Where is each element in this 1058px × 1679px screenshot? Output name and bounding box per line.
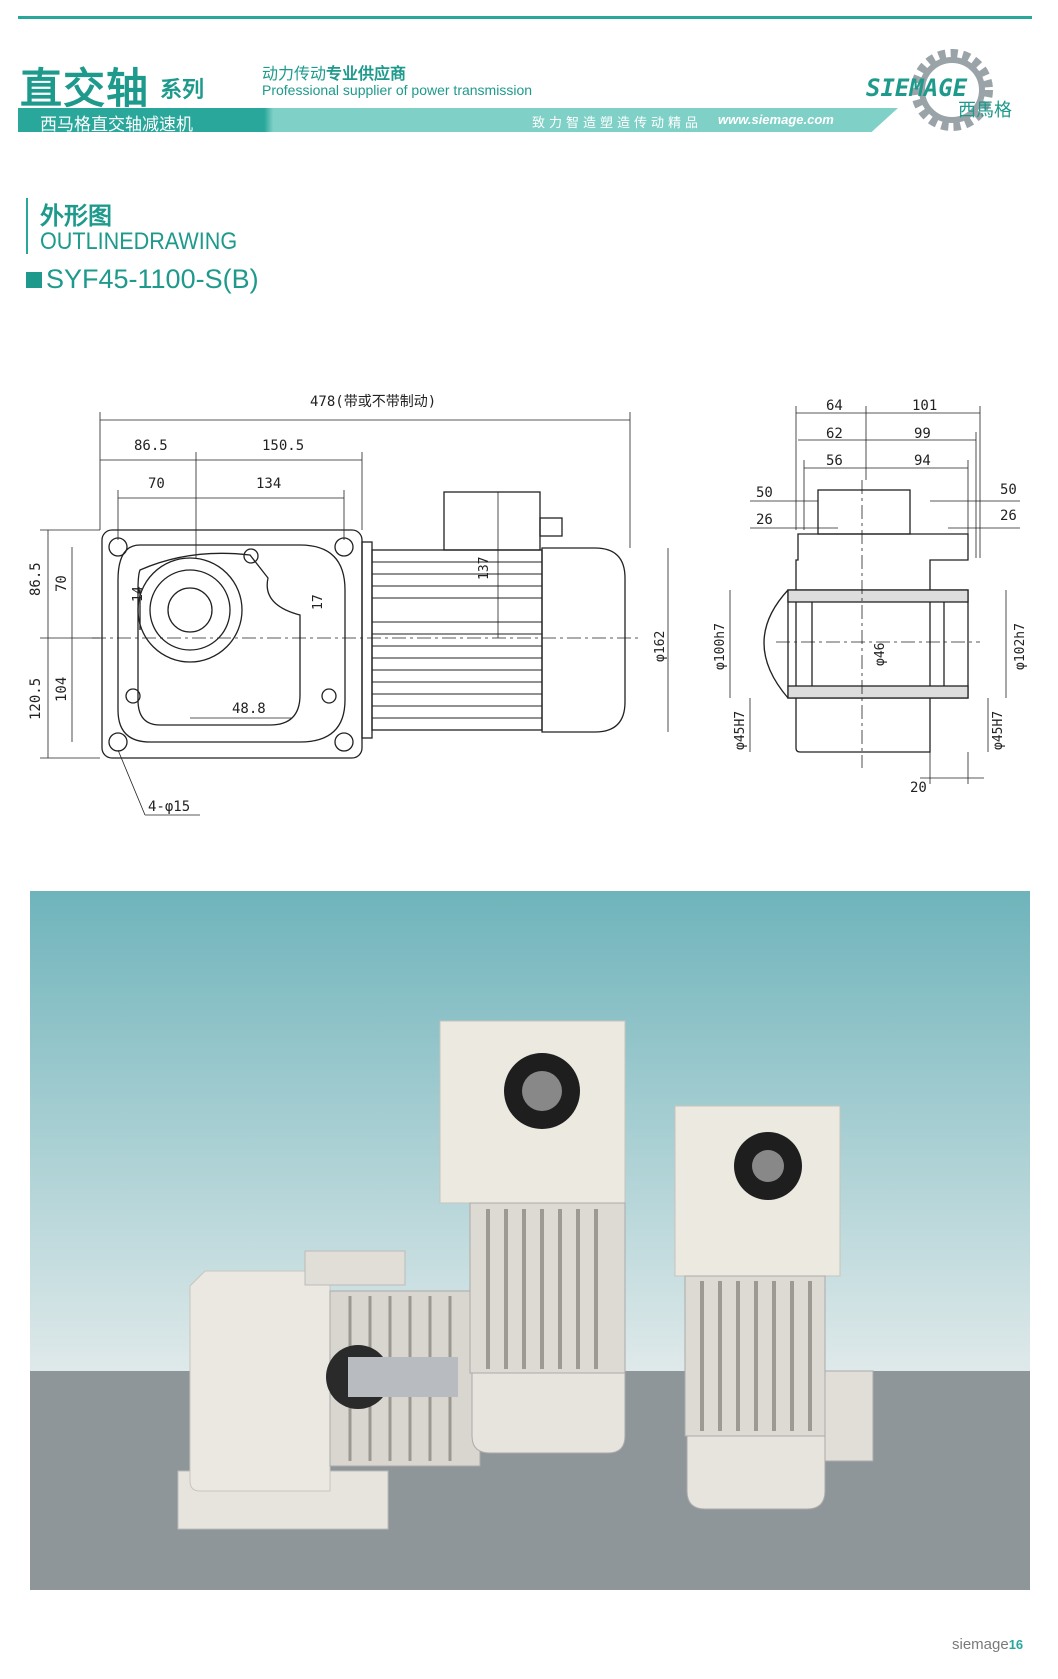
tagline-cn-prefix: 动力传动 [262, 64, 327, 83]
side-terminal-box [817, 489, 911, 535]
dim-overall: 478(带或不带制动) [310, 394, 436, 410]
section-accent [26, 198, 28, 254]
motor-fins [372, 561, 542, 719]
dim-r26: 26 [1000, 508, 1017, 524]
left-gearmotor [177, 1250, 481, 1530]
footer-brand: siemage [952, 1636, 1009, 1653]
tagline-en: Professional supplier of power transmiss… [262, 82, 533, 98]
dim-64: 64 [826, 398, 843, 414]
side-housing [795, 533, 969, 753]
gear-icon [911, 49, 993, 131]
siemage-logo: SIEMAGE 西馬格 [866, 49, 1012, 131]
mount-hole [108, 732, 128, 752]
mount-hole [334, 537, 354, 557]
dim-99: 99 [914, 426, 931, 442]
bolt [125, 688, 141, 704]
dim-150-5: 150.5 [262, 438, 304, 454]
cable-gland [539, 517, 563, 537]
model-number: SYF45-1100-S(B) [26, 264, 259, 295]
dim-v104: 104 [54, 677, 70, 702]
dim-101: 101 [912, 398, 937, 414]
bore [167, 587, 213, 633]
dim-17: 17 [311, 594, 326, 610]
bolt [243, 548, 259, 564]
section-title-cn: 外形图 [40, 202, 112, 230]
dim-phi45-right: φ45H7 [991, 711, 1006, 750]
bullet-square [26, 272, 42, 288]
flange-plate [101, 529, 363, 759]
dim-v120-5: 120.5 [28, 678, 44, 720]
dim-v86-5: 86.5 [28, 562, 44, 596]
tagline-cn: 动力传动专业供应商 [262, 60, 406, 84]
dim-r50: 50 [1000, 482, 1017, 498]
dim-14: 14 [131, 586, 146, 602]
dim-134: 134 [256, 476, 281, 492]
dim-phi45-left: φ45H7 [733, 711, 748, 750]
header-bar-slogan: 致力智造塑造传动精品 [532, 116, 703, 131]
dim-70: 70 [148, 476, 165, 492]
dim-holes: 4-φ15 [148, 799, 190, 815]
header-bar [18, 108, 898, 132]
housing-inner [137, 552, 301, 726]
header-bar-url: www.siemage.com [718, 112, 834, 127]
logo-cn: 西馬格 [958, 100, 1012, 121]
side-motor-arc [763, 589, 789, 699]
section-title-en: OUTLINEDRAWING [40, 228, 238, 255]
dim-l50: 50 [756, 485, 773, 501]
dim-v70: 70 [54, 575, 70, 592]
hatch-bottom [787, 685, 969, 699]
dim-62: 62 [826, 426, 843, 442]
bolt [321, 688, 337, 704]
series-title: 直交轴 [20, 64, 150, 113]
adapter-ring [361, 541, 373, 739]
series-suffix: 系列 [160, 78, 205, 103]
side-view: 64 101 62 99 56 94 50 26 50 26 φ100h7 φ4… [713, 398, 1028, 796]
tagline-cn-bold: 专业供应商 [326, 64, 407, 83]
center-gearmotor [439, 1020, 626, 1454]
dim-137: 137 [477, 557, 492, 580]
logo-text: SIEMAGE [866, 74, 968, 102]
motor-body [371, 549, 543, 731]
hub-mid [149, 569, 231, 651]
hub-outer [137, 557, 243, 663]
dim-phi162: φ162 [653, 631, 668, 662]
mount-hole [334, 732, 354, 752]
model-text: SYF45-1100-S(B) [46, 264, 259, 294]
dim-phi46: φ46 [873, 643, 888, 666]
dim-56: 56 [826, 453, 843, 469]
hatch-top [787, 589, 969, 603]
right-gearmotor [674, 1105, 874, 1510]
terminal-box [443, 491, 541, 551]
header-rule [18, 16, 1032, 19]
dim-phi100: φ100h7 [713, 623, 728, 670]
dim-20: 20 [910, 780, 927, 796]
outline-drawing: 478(带或不带制动) 86.5 150.5 70 134 137 14 17 … [28, 394, 1028, 816]
dim-l26: 26 [756, 512, 773, 528]
dim-86-5: 86.5 [134, 438, 168, 454]
header-bar-title: 西马格直交轴减速机 [40, 115, 193, 135]
page-footer: siemage16 [952, 1636, 1023, 1653]
dim-phi102: φ102h7 [1013, 623, 1028, 670]
product-photo [30, 891, 1030, 1590]
dim-48-8: 48.8 [232, 701, 266, 717]
page-number: 16 [1008, 1637, 1024, 1652]
mount-hole [108, 537, 128, 557]
front-view: 478(带或不带制动) 86.5 150.5 70 134 137 14 17 … [28, 394, 669, 816]
dim-94: 94 [914, 453, 931, 469]
fan-cover [541, 547, 626, 733]
housing-outline [117, 544, 346, 743]
